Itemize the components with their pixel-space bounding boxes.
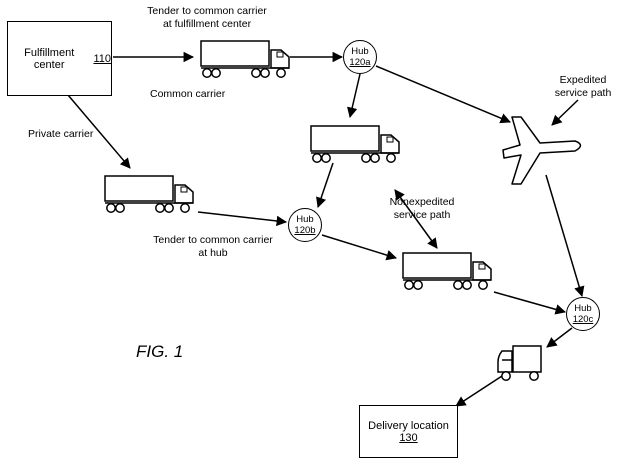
hub-120b-label: Hub bbox=[296, 214, 314, 225]
private-carrier-label: Private carrier bbox=[28, 128, 94, 140]
arrow-hub120b-to-truck3 bbox=[321, 234, 398, 261]
airplane-icon bbox=[502, 116, 582, 185]
nonexpedited-path-label: Nonexpedited service path bbox=[384, 196, 460, 222]
tender-hub-line2: at hub bbox=[198, 247, 228, 259]
fulfillment-center-box: Fulfillment center 110 bbox=[7, 21, 112, 96]
arrow-truck3-to-hub120c bbox=[493, 291, 567, 315]
arrow-van-to-delivery bbox=[455, 375, 503, 407]
tender-fc-line1: Tender to common carrier bbox=[147, 5, 267, 17]
nonexpedited-truck-icon bbox=[310, 125, 400, 163]
hub-120c: Hub 120c bbox=[566, 297, 600, 331]
expedited-line2: service path bbox=[554, 87, 612, 99]
delivery-location-box: Delivery location 130 bbox=[359, 405, 458, 458]
nonexpedited-line1: Nonexpedited bbox=[389, 196, 455, 208]
hub-120b: Hub 120b bbox=[288, 208, 322, 242]
tender-fc-line2: at fulfillment center bbox=[162, 18, 252, 30]
arrow-fc-to-private-truck bbox=[67, 94, 131, 169]
common-carrier-truck-icon bbox=[200, 40, 290, 78]
hub-120a-ref: 120a bbox=[349, 57, 371, 68]
hub-120c-label: Hub bbox=[574, 303, 592, 314]
fulfillment-center-ref: 110 bbox=[93, 52, 111, 65]
expedited-line1: Expedited bbox=[559, 74, 607, 86]
arrow-hub120c-to-van bbox=[546, 327, 573, 348]
tender-hub-line1: Tender to common carrier bbox=[153, 234, 273, 246]
delivery-location-label: Delivery location bbox=[368, 419, 449, 432]
arrow-truck2-to-hub120b bbox=[316, 162, 334, 208]
private-carrier-truck-icon bbox=[104, 175, 194, 213]
hub-transfer-truck-icon bbox=[402, 252, 492, 290]
pointer-nonexpedited bbox=[394, 189, 438, 249]
arrow-hub120a-to-plane bbox=[375, 65, 511, 124]
arrow-private-to-hub120b bbox=[197, 211, 288, 227]
common-carrier-label: Common carrier bbox=[150, 88, 226, 100]
delivery-location-ref: 130 bbox=[399, 431, 418, 444]
figure-caption: FIG. 1 bbox=[136, 342, 184, 361]
tender-hub-label: Tender to common carrier at hub bbox=[140, 234, 286, 260]
pointer-expedited bbox=[551, 99, 579, 126]
arrow-plane-to-hub120c bbox=[545, 174, 585, 298]
hub-120a: Hub 120a bbox=[343, 40, 377, 74]
hub-120a-label: Hub bbox=[351, 46, 369, 57]
arrow-hub120a-to-truck2 bbox=[347, 73, 361, 119]
hub-120b-ref: 120b bbox=[294, 225, 316, 236]
nonexpedited-line2: service path bbox=[393, 209, 451, 221]
expedited-path-label: Expedited service path bbox=[548, 74, 618, 100]
hub-120c-ref: 120c bbox=[572, 314, 594, 325]
tender-fc-label: Tender to common carrier at fulfillment … bbox=[132, 5, 282, 31]
delivery-van-icon bbox=[497, 345, 542, 381]
fulfillment-center-label: Fulfillment center bbox=[24, 46, 75, 71]
